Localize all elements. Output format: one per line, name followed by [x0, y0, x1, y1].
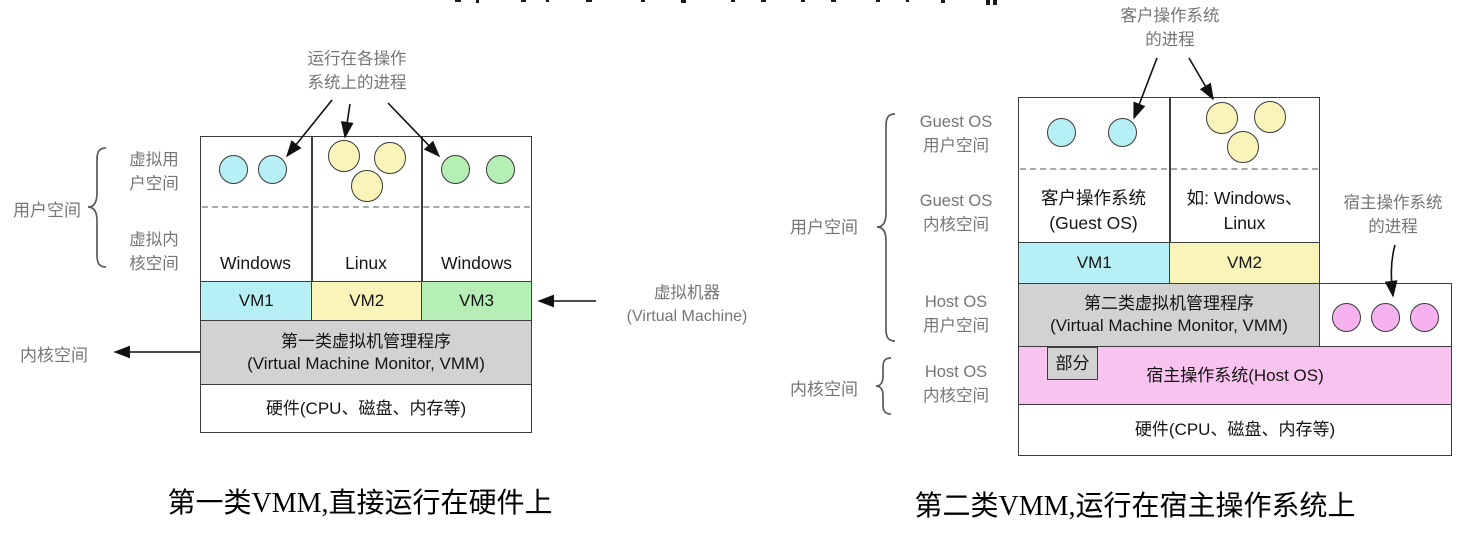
- process-circle: [258, 155, 287, 184]
- virtual-machine-annotation: 虚拟机器 (Virtual Machine): [598, 281, 776, 329]
- process-circle: [374, 142, 406, 174]
- host-processes-annotation: 宿主操作系统 的进程: [1324, 191, 1462, 239]
- top-crop-artifacts: [455, 0, 997, 5]
- process-circle: [219, 155, 248, 184]
- annotation-line: 的进程: [1368, 218, 1418, 236]
- process-circle: [1254, 101, 1286, 133]
- label-line: Host OS: [924, 363, 988, 381]
- guest-os-name: Linux: [345, 252, 387, 273]
- guest-os-name: Windows: [441, 252, 512, 273]
- annotation-line: 宿主操作系统: [1343, 194, 1443, 212]
- label-line: 户空间: [129, 175, 179, 193]
- process-circle: [1227, 131, 1259, 163]
- type2-caption: 第二类VMM,运行在宿主操作系统上: [914, 491, 1356, 522]
- vmm-subtitle: (Virtual Machine Monitor, VMM): [247, 353, 485, 373]
- label-line: 用户空间: [923, 317, 989, 335]
- type1-hardware-box: 硬件(CPU、磁盘、内存等): [200, 384, 532, 433]
- process-circle: [1047, 118, 1076, 147]
- vm1-cell: VM1: [200, 280, 313, 322]
- type2-processes-annotation: 客户操作系统 的进程: [1090, 4, 1250, 52]
- kernel-space-brace-type2: [875, 357, 892, 415]
- label-line: (Guest OS): [1049, 213, 1138, 233]
- label-line: 虚拟内: [129, 231, 179, 249]
- host-kernel-space-label: Host OS 内核空间: [904, 360, 1008, 408]
- user-kernel-dashed-divider: [1020, 168, 1318, 170]
- annotation-line: 虚拟机器: [654, 284, 720, 302]
- virtual-kernel-space-label: 虚拟内 核空间: [118, 228, 190, 276]
- guest-os-examples-label: 如: Windows、 Linux: [1169, 184, 1320, 238]
- process-circle: [441, 155, 470, 184]
- vmm-title: 第二类虚拟机管理程序: [1084, 294, 1254, 313]
- vmm-part-box: 部分: [1047, 347, 1098, 380]
- user-space-brace-type2: [876, 113, 896, 342]
- kernel-space-label: 内核空间: [20, 346, 88, 365]
- vm2-cell: VM2: [311, 280, 423, 322]
- guest-os-name: Windows: [220, 252, 291, 273]
- annotation-line: (Virtual Machine): [626, 308, 748, 325]
- column-divider: [421, 137, 423, 281]
- label-line: 内核空间: [923, 387, 989, 405]
- label-line: 虚拟用: [129, 151, 179, 169]
- process-circle: [328, 140, 360, 172]
- guest-user-space-label: Guest OS 用户空间: [904, 110, 1008, 158]
- label-line: Linux: [1223, 213, 1266, 233]
- column-divider: [311, 137, 313, 281]
- label-line: 内核空间: [923, 216, 989, 234]
- host-user-space-label: Host OS 用户空间: [904, 290, 1008, 338]
- label-line: 核空间: [129, 255, 179, 273]
- process-circle: [351, 170, 383, 202]
- process-circle: [1206, 102, 1238, 134]
- annotation-line: 的进程: [1145, 31, 1195, 49]
- label-line: 用户空间: [923, 137, 989, 155]
- label-line: Guest OS: [919, 192, 993, 210]
- vm3-cell: VM3: [421, 280, 532, 322]
- user-space-brace-type1: [87, 147, 107, 268]
- kernel-space-brace-label: 内核空间: [790, 380, 858, 399]
- virtual-user-space-label: 虚拟用 户空间: [118, 148, 190, 196]
- type2-hardware-box: 硬件(CPU、磁盘、内存等): [1018, 404, 1452, 456]
- type1-processes-annotation: 运行在各操作 系统上的进程: [277, 47, 437, 95]
- vmm-subtitle: (Virtual Machine Monitor, VMM): [1050, 316, 1288, 335]
- type1-user-space-box: [200, 136, 532, 282]
- user-kernel-dashed-divider: [202, 206, 530, 208]
- type1-vmm-box: 第一类虚拟机管理程序 (Virtual Machine Monitor, VMM…: [200, 320, 532, 386]
- annotation-line: 运行在各操作: [307, 50, 407, 68]
- process-circle: [486, 155, 515, 184]
- arrow-to-linux-processes: [340, 103, 354, 139]
- column-divider: [1169, 98, 1171, 242]
- process-circle: [1371, 303, 1400, 332]
- process-circle: [1332, 303, 1361, 332]
- vm2-cell: VM2: [1169, 241, 1320, 285]
- type2-vmm-box: 第二类虚拟机管理程序 (Virtual Machine Monitor, VMM…: [1018, 283, 1320, 347]
- label-line: Host OS: [924, 293, 988, 311]
- guest-os-column-label: 客户操作系统 (Guest OS): [1018, 184, 1169, 238]
- guest-kernel-space-label: Guest OS 内核空间: [904, 189, 1008, 237]
- user-space-brace-label: 用户空间: [790, 218, 858, 237]
- type1-caption: 第一类VMM,直接运行在硬件上: [167, 488, 553, 519]
- arrow-to-guest2-processes: [1188, 57, 1214, 101]
- vm1-cell: VM1: [1018, 241, 1171, 285]
- label-line: Guest OS: [919, 113, 993, 131]
- annotation-line: 系统上的进程: [307, 74, 407, 92]
- vmm-title: 第一类虚拟机管理程序: [281, 331, 451, 351]
- user-space-brace-label: 用户空间: [13, 201, 81, 220]
- label-line: 客户操作系统: [1041, 188, 1146, 208]
- annotation-line: 客户操作系统: [1120, 7, 1220, 25]
- label-line: 如: Windows、: [1186, 188, 1303, 208]
- process-circle: [1108, 118, 1137, 147]
- process-circle: [1410, 303, 1439, 332]
